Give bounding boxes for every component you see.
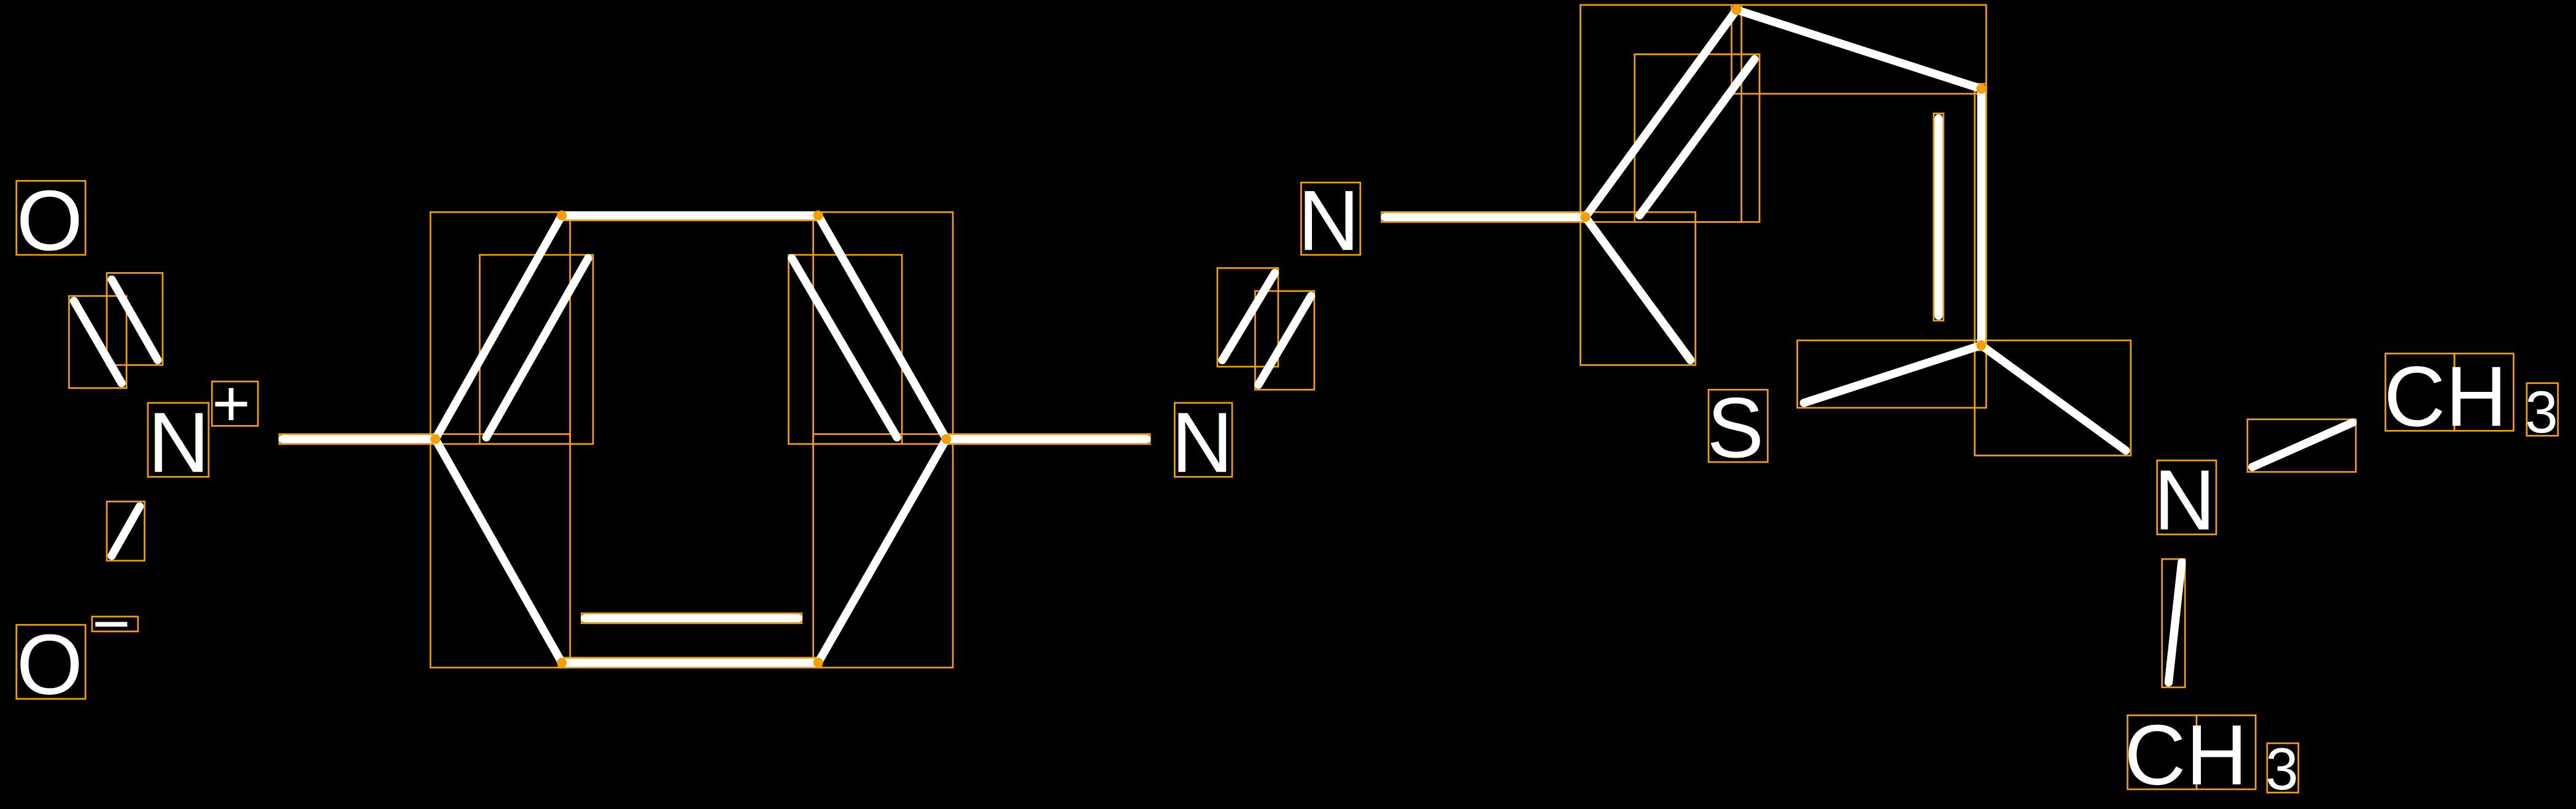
- bond-endpoint-8: [1731, 5, 1742, 15]
- annotation-box-23: [1300, 181, 1362, 256]
- bond-thiophene-c-s: [1581, 213, 1695, 364]
- bond-endpoints: [430, 5, 1987, 668]
- group-ch3-bottom: CH: [2124, 708, 2248, 803]
- bond-endpoint-4: [941, 434, 952, 444]
- bond-n-o-top-2: [107, 275, 162, 364]
- bond-ring-inner-1: [482, 254, 592, 442]
- bond-endpoint-6: [557, 657, 567, 668]
- annotation-box-28: [1731, 4, 1987, 95]
- annotation-box-8: [91, 616, 139, 633]
- annotation-box-1: [15, 180, 87, 256]
- bond-thiophene-2: [1732, 6, 1985, 93]
- annotation-box-37: [2453, 353, 2515, 432]
- annotation-box-32: [1707, 389, 1769, 463]
- bonds: [69, 6, 2357, 687]
- bond-ring-6: [431, 435, 566, 667]
- annotation-box-4: [147, 402, 210, 478]
- atom-s-thiophene: S: [1707, 380, 1764, 475]
- annotation-box-26: [1634, 53, 1761, 223]
- annotation-box-31: [1796, 339, 1987, 409]
- annotation-box-16: [812, 433, 954, 669]
- annotation-box-39: [2161, 558, 2186, 689]
- atom-o-bottom: O: [17, 617, 83, 713]
- atom-o-top: O: [17, 173, 83, 268]
- charge-plus: +: [212, 366, 250, 440]
- atom-n-azo-2: N: [1298, 173, 1359, 268]
- bond-endpoint-7: [1580, 212, 1591, 222]
- bond-endpoint-9: [1976, 84, 1987, 94]
- annotation-boxes: [15, 4, 2559, 794]
- bond-endpoint-5: [813, 657, 823, 668]
- annotation-box-34: [2156, 459, 2217, 536]
- annotation-box-22: [1254, 290, 1316, 391]
- annotation-box-33: [1974, 339, 2132, 456]
- annotation-box-30: [1933, 112, 1945, 322]
- annotation-box-41: [2195, 714, 2257, 791]
- bond-ring-inner-2: [788, 254, 901, 442]
- atom-n-azo-1: N: [1171, 395, 1233, 490]
- bond-endpoint-3: [813, 210, 823, 221]
- annotation-box-38: [2526, 382, 2559, 437]
- bond-azo-1: [1218, 268, 1279, 364]
- bond-ring-1: [431, 211, 566, 444]
- annotation-box-35: [2246, 418, 2357, 473]
- bond-thiophene-s-c: [1799, 341, 1985, 407]
- annotation-box-21: [1216, 267, 1279, 368]
- atom-labels: O N + O − N N S N CH 3 CH 3: [17, 173, 2558, 803]
- bond-azo-2: [1254, 292, 1316, 389]
- group-ch3-right: CH: [2384, 349, 2507, 444]
- group-ch3-bottom-subscript: 3: [2265, 737, 2299, 802]
- annotation-box-42: [2266, 742, 2300, 794]
- bond-n-ch3-right: [2248, 418, 2357, 471]
- bond-n-o-top-1: [69, 297, 126, 388]
- bond-endpoint-2: [557, 210, 567, 221]
- bond-endpoint-1: [430, 434, 441, 444]
- atom-n-amine: N: [2154, 453, 2215, 548]
- annotation-box-6: [106, 501, 145, 562]
- bond-thiophene-amine: [1977, 341, 2130, 455]
- annotation-box-29: [1974, 83, 1987, 351]
- bond-thiophene-1: [1581, 6, 1741, 222]
- annotation-box-5: [211, 380, 259, 427]
- bond-thiophene-1-inner: [1635, 55, 1759, 220]
- bond-n-o-bottom: [107, 502, 144, 560]
- atom-n-nitro: N: [148, 395, 209, 490]
- annotation-box-7: [15, 623, 87, 700]
- bond-n-ch3-bottom: [2164, 558, 2186, 687]
- charge-minus: −: [92, 587, 131, 660]
- annotation-box-12: [429, 433, 571, 669]
- bond-ring-3: [813, 211, 951, 444]
- annotation-box-3: [106, 272, 164, 366]
- bond-ring-4: [813, 435, 951, 667]
- bond-endpoint-10: [1976, 340, 1987, 351]
- annotation-box-20: [1174, 402, 1233, 478]
- group-ch3-right-subscript: 3: [2525, 380, 2558, 445]
- annotation-box-2: [68, 295, 128, 389]
